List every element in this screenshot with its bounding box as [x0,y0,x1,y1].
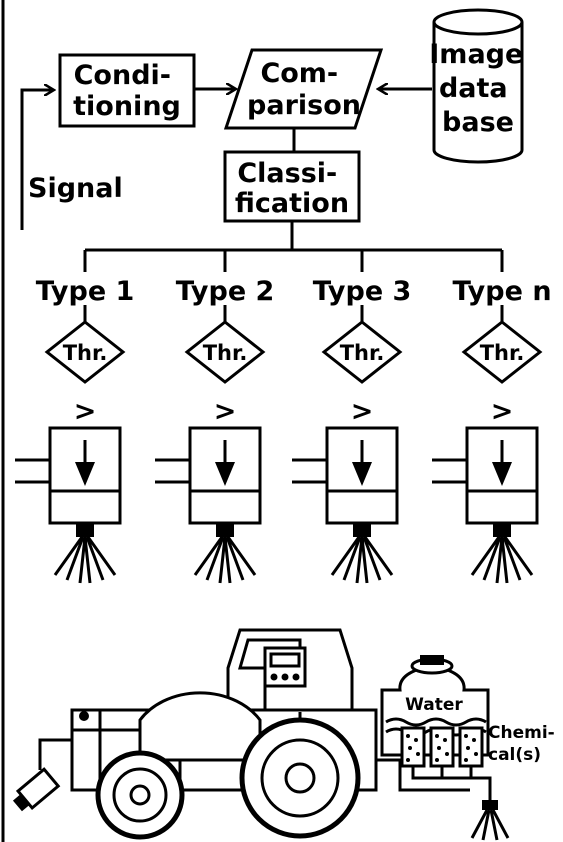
threshold-label: Thr. [203,341,248,365]
classification-label: Classi- fication [235,158,349,219]
type-label: Type n [452,276,551,307]
valve [432,426,539,525]
threshold-label: Thr. [63,341,108,365]
type-label: Type 1 [36,276,135,307]
valve [15,426,122,525]
type-label: Type 3 [313,276,412,307]
camera-icon [12,767,61,812]
rear-wheel [239,717,361,839]
conditioning-label: Condi- tioning [73,60,181,122]
valve [155,426,262,525]
threshold-label: Thr. [480,341,525,365]
nozzle [470,523,534,584]
water-label: Water [405,695,463,715]
channel-2: Type 2 Thr. > [155,276,275,584]
front-wheel [95,750,185,840]
compare-symbol: > [351,396,374,427]
type-label: Type 2 [176,276,275,307]
tractor [12,628,378,840]
channel-3: Type 3 Thr. > [292,276,412,584]
database-label: Image data base [429,39,532,138]
chemical-canisters [400,726,484,768]
channel-1: Type 1 Thr. > [15,276,135,584]
control-monitor [263,646,307,688]
compare-symbol: > [74,396,97,427]
threshold-diamond [44,320,126,384]
sprayer-tank [376,655,510,841]
threshold-diamond [184,320,266,384]
signal-label: Signal [28,173,123,204]
nozzle [53,523,117,584]
signal-line [20,90,54,230]
nozzle [330,523,394,584]
valve [292,426,399,525]
channel-n: Type n Thr. > [432,276,552,584]
compare-symbol: > [214,396,237,427]
threshold-diamond [461,320,543,384]
comparison-label: Com- parison [247,58,361,121]
nozzle [193,523,257,584]
threshold-label: Thr. [340,341,385,365]
classification-box [223,150,361,223]
compare-symbol: > [491,396,514,427]
threshold-diamond [321,320,403,384]
comparison-box [223,48,384,130]
chemicals-label: Chemi- cal(s) [488,723,561,765]
image-database [432,8,524,164]
bus-drops [83,250,504,272]
